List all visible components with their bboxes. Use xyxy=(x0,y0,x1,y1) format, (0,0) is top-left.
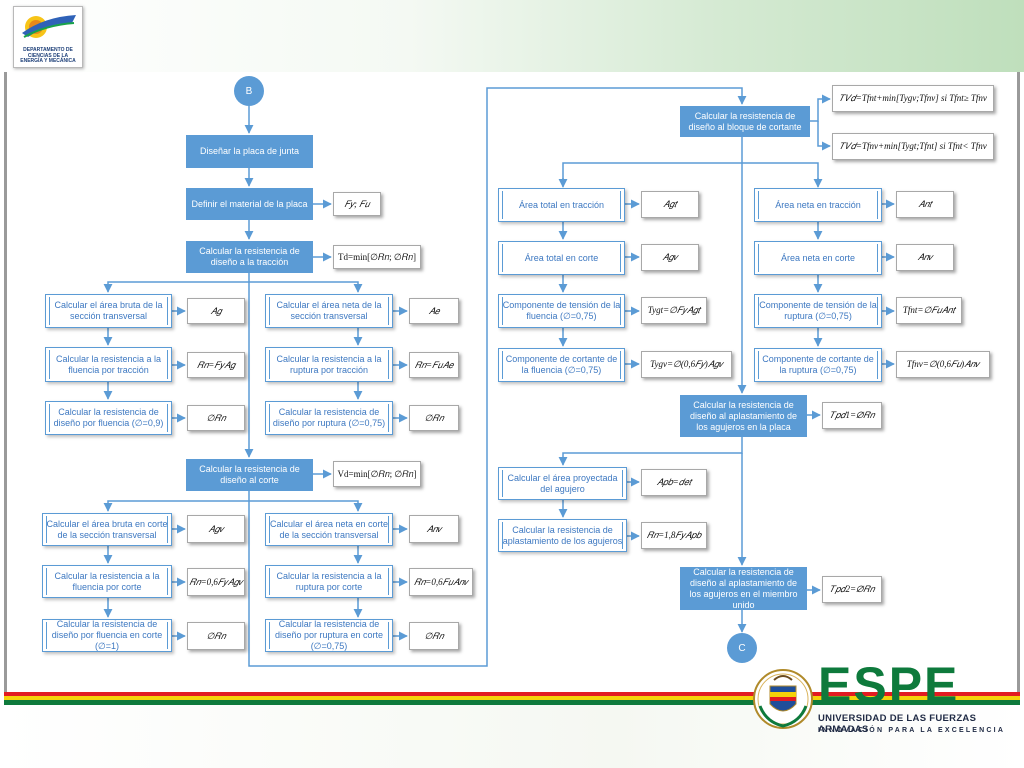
node-fluencia-corte: Calcular la resistencia a la fluencia po… xyxy=(42,565,172,598)
formula-ag: 𝐴𝑔 xyxy=(187,298,245,324)
formula-tpd2: 𝑇𝑝𝑑2=∅𝑅𝑛 xyxy=(822,576,882,603)
department-logo-icon xyxy=(22,15,76,38)
stripe-red xyxy=(4,692,1020,696)
formula-tfnt: Tfnt=∅𝐹𝑢𝐴𝑛𝑡 xyxy=(896,297,962,324)
formula-td: Td=min[∅𝑅𝑛; ∅𝑅𝑛] xyxy=(333,245,421,269)
formula-rn-fyag: 𝑅𝑛=𝐹𝑦𝐴𝑔 xyxy=(187,352,245,378)
node-resistencia-aplastamiento: Calcular la resistencia de aplastamiento… xyxy=(498,519,627,552)
formula-rn-06fyagv: 𝑅𝑛=0,6𝐹𝑦𝐴𝑔𝑣 xyxy=(187,568,245,596)
formula-fy-fu: 𝐹𝑦; 𝐹𝑢 xyxy=(333,192,381,216)
node-fluencia-traccion: Calcular la resistencia a la fluencia po… xyxy=(45,347,172,382)
formula-ant: 𝐴𝑛𝑡 xyxy=(896,191,954,218)
node-comp-tension-fluencia: Componente de tensión de la fluencia (∅=… xyxy=(498,294,625,328)
node-diseno-ruptura-corte: Calcular la resistencia de diseño por ru… xyxy=(265,619,393,652)
formula-phi-rn-3: ∅𝑅𝑛 xyxy=(187,622,245,650)
right-frame-bar xyxy=(1017,72,1020,694)
node-definir-material: Definir el material de la placa xyxy=(186,188,313,220)
espe-brand: ESPE xyxy=(818,657,960,713)
node-aplastamiento-miembro: Calcular la resistencia de diseño al apl… xyxy=(680,567,807,610)
department-logo: DEPARTAMENTO DE CIENCIAS DE LA ENERGÍA Y… xyxy=(13,6,83,68)
formula-apb: 𝐴𝑝𝑏=𝑑𝑒𝑡 xyxy=(641,469,707,496)
formula-rn-fuae: 𝑅𝑛=𝐹𝑢𝐴𝑒 xyxy=(409,352,459,378)
formula-anv-right: 𝐴𝑛𝑣 xyxy=(896,244,954,271)
formula-rn-06fuanv: 𝑅𝑛=0,6𝐹𝑢𝐴𝑛𝑣 xyxy=(409,568,473,596)
node-area-neta: Calcular el área neta de la sección tran… xyxy=(265,294,393,328)
header-band xyxy=(0,0,1024,72)
node-area-neta-corte: Calcular el área neta en corte de la sec… xyxy=(265,513,393,546)
formula-tpd1: 𝑇𝑝𝑑1=∅𝑅𝑛 xyxy=(822,402,882,429)
connector-start-b: B xyxy=(234,76,264,106)
node-diseno-fluencia-corte: Calcular la resistencia de diseño por fl… xyxy=(42,619,172,652)
left-frame-bar xyxy=(4,72,7,694)
formula-tvd-2: 𝑇𝑉𝑑=Tfnv+min[Tygt;Tfnt] si Tfnt< Tfnv xyxy=(832,133,994,160)
node-resistencia-corte: Calcular la resistencia de diseño al cor… xyxy=(186,459,313,491)
node-area-total-corte: Área total en corte xyxy=(498,241,625,275)
espe-seal-icon xyxy=(753,669,813,729)
footer-band xyxy=(0,705,1024,768)
formula-tfnv: Tfnv=∅(0,6𝐹𝑢)𝐴𝑛𝑣 xyxy=(896,351,990,378)
formula-rn-18fyapb: 𝑅𝑛=1,8𝐹𝑦𝐴𝑝𝑏 xyxy=(641,522,707,549)
node-comp-cortante-fluencia: Componente de cortante de la fluencia (∅… xyxy=(498,348,625,382)
stripe-yellow xyxy=(4,696,1020,700)
node-resistencia-traccion: Calcular la resistencia de diseño a la t… xyxy=(186,241,313,273)
connector-end-c: C xyxy=(727,633,757,663)
formula-phi-rn-1: ∅𝑅𝑛 xyxy=(187,405,245,431)
node-area-bruta-corte: Calcular el área bruta en corte de la se… xyxy=(42,513,172,546)
node-aplastamiento-placa: Calcular la resistencia de diseño al apl… xyxy=(680,395,807,437)
formula-vd: Vd=min[∅𝑅𝑛; ∅𝑅𝑛] xyxy=(333,461,421,487)
department-logo-text: DEPARTAMENTO DE CIENCIAS DE LA ENERGÍA Y… xyxy=(20,47,76,64)
node-disenar-placa: Diseñar la placa de junta xyxy=(186,135,313,168)
node-area-neta-corte: Área neta en corte xyxy=(754,241,882,275)
stripe-green xyxy=(4,700,1020,705)
formula-phi-rn-2: ∅𝑅𝑛 xyxy=(409,405,459,431)
formula-ae: 𝐴𝑒 xyxy=(409,298,459,324)
node-area-neta-traccion: Área neta en tracción xyxy=(754,188,882,222)
formula-anv-left: 𝐴𝑛𝑣 xyxy=(409,515,459,543)
formula-phi-rn-4: ∅𝑅𝑛 xyxy=(409,622,459,650)
formula-agv: 𝐴𝑔𝑣 xyxy=(187,515,245,543)
node-comp-tension-ruptura: Componente de tensión de la ruptura (∅=0… xyxy=(754,294,882,328)
node-area-bruta: Calcular el área bruta de la sección tra… xyxy=(45,294,172,328)
formula-agv-right: 𝐴𝑔𝑣 xyxy=(641,244,699,271)
formula-tygt: Tygt=∅𝐹𝑦𝐴𝑔𝑡 xyxy=(641,297,707,324)
university-name: UNIVERSIDAD DE LAS FUERZAS ARMADAS xyxy=(818,713,977,735)
formula-tygv: Tygv=∅(0,6𝐹𝑦)𝐴𝑔𝑣 xyxy=(641,351,732,378)
node-ruptura-traccion: Calcular la resistencia a la ruptura por… xyxy=(265,347,393,382)
node-bloque-cortante: Calcular la resistencia de diseño al blo… xyxy=(680,106,810,137)
node-comp-cortante-ruptura: Componente de cortante de la ruptura (∅=… xyxy=(754,348,882,382)
formula-tvd-1: 𝑇𝑉𝑑=Tfnt+min[Tygv;Tfnv] si Tfnt≥ Tfnv xyxy=(832,85,994,112)
node-diseno-ruptura: Calcular la resistencia de diseño por ru… xyxy=(265,401,393,435)
university-motto: INNOVACIÓN PARA LA EXCELENCIA xyxy=(818,727,1006,734)
node-diseno-fluencia: Calcular la resistencia de diseño por fl… xyxy=(45,401,172,435)
node-ruptura-corte: Calcular la resistencia a la ruptura por… xyxy=(265,565,393,598)
node-area-proyectada: Calcular el área proyectada del agujero xyxy=(498,467,627,500)
node-area-total-traccion: Área total en tracción xyxy=(498,188,625,222)
formula-agt: 𝐴𝑔𝑡 xyxy=(641,191,699,218)
